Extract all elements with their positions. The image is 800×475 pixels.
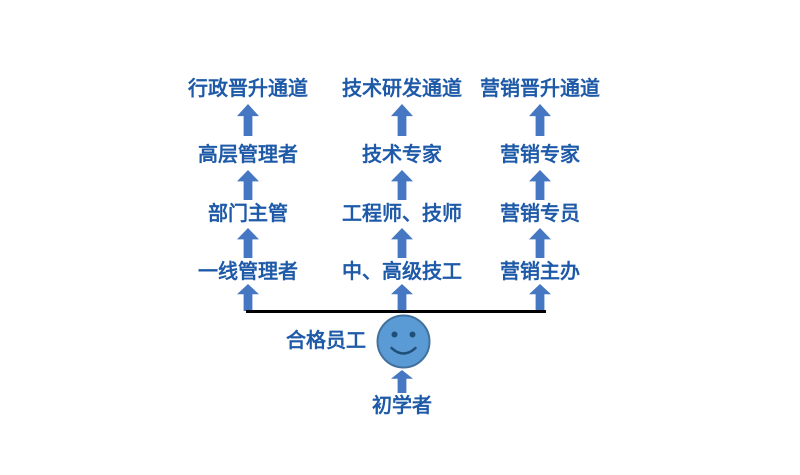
up-arrow-icon: [237, 284, 259, 311]
level-label: 部门主管: [208, 203, 288, 225]
up-arrow-icon: [391, 228, 413, 258]
channel-title-tech: 技术研发通道: [342, 78, 462, 100]
level-label: 技术专家: [362, 144, 442, 166]
smiley-eye-right: [409, 331, 416, 338]
up-arrow-icon: [529, 170, 551, 200]
up-arrow-icon: [391, 104, 413, 136]
up-arrow-icon: [529, 104, 551, 136]
beginner-label: 初学者: [372, 395, 432, 417]
level-label: 营销专家: [500, 144, 580, 166]
level-label: 工程师、技师: [342, 203, 462, 225]
channel-title-admin: 行政晋升通道: [188, 78, 308, 100]
baseline-connector: [246, 310, 546, 313]
up-arrow-icon: [529, 284, 551, 311]
qualified-employee-label: 合格员工: [286, 330, 366, 352]
level-label: 营销专员: [500, 203, 580, 225]
channel-title-marketing: 营销晋升通道: [480, 78, 600, 100]
level-label: 中、高级技工: [342, 261, 462, 283]
up-arrow-icon: [391, 170, 413, 200]
level-label: 营销主办: [500, 261, 580, 283]
up-arrow-icon: [237, 228, 259, 258]
up-arrow-icon: [529, 228, 551, 258]
smiley-eye-left: [391, 331, 398, 338]
level-label: 一线管理者: [198, 261, 298, 283]
up-arrow-icon: [237, 170, 259, 200]
smiley-mouth: [390, 346, 417, 355]
smiley-face-icon: [376, 314, 431, 369]
up-arrow-icon: [391, 284, 413, 311]
up-arrow-icon: [391, 370, 413, 393]
level-label: 高层管理者: [198, 144, 298, 166]
up-arrow-icon: [237, 104, 259, 136]
